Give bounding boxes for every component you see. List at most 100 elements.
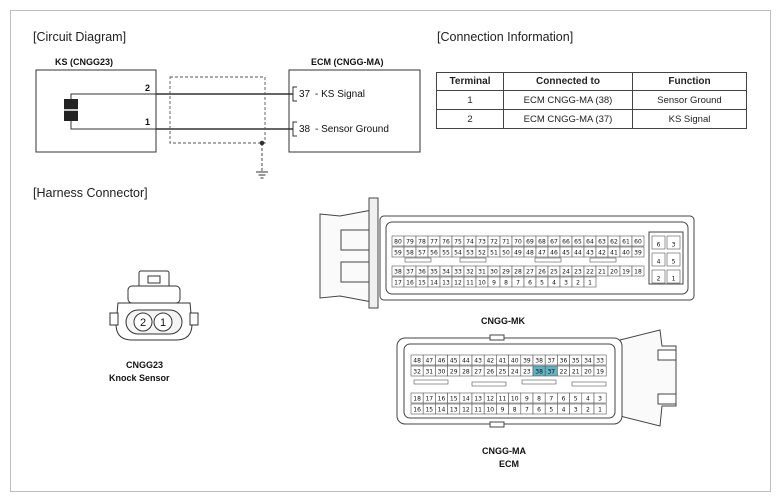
circuit-diagram-title: [Circuit Diagram] [33, 30, 127, 44]
ma-pin-label: 3 [598, 396, 602, 403]
mk-pin-label: 13 [442, 280, 450, 287]
mk-pin-label: 75 [454, 239, 462, 246]
ma-pin-label: 17 [425, 396, 433, 403]
ma-key [521, 379, 557, 385]
mk-pin-label: 24 [562, 269, 570, 276]
mk-pin-label: 20 [610, 269, 618, 276]
ma-pin-label: 24 [511, 369, 519, 376]
ma-pin-label: 45 [450, 358, 458, 365]
mk-pin-label: 60 [634, 239, 642, 246]
mk-pin-label: 48 [526, 250, 534, 257]
mk-connector-label: CNGG-MK [481, 316, 525, 326]
mk-pin-label: 8 [504, 280, 508, 287]
mk-pin-label: 9 [492, 280, 496, 287]
mk-pin-label: 79 [406, 239, 414, 246]
connection-table: Terminal Connected to Function 1 ECM CNG… [436, 72, 747, 129]
mk-key [459, 257, 487, 263]
ma-pin-label: 4 [586, 396, 590, 403]
mk-side-pin [666, 269, 681, 284]
mk-pin-label: 10 [478, 280, 486, 287]
mk-pin-label: 57 [418, 250, 426, 257]
mk-pin-label: 49 [514, 250, 522, 257]
mk-pin-label: 6 [528, 280, 532, 287]
mk-pin [631, 246, 645, 258]
mk-pin-label: 47 [538, 250, 546, 257]
ma-pin-label: 39 [523, 358, 531, 365]
mk-pin-label: 2 [576, 280, 580, 287]
ma-pin-label: 33 [596, 358, 604, 365]
mk-pin-label: 4 [552, 280, 556, 287]
mk-pin-label: 44 [574, 250, 582, 257]
ma-pin-label: 9 [525, 396, 529, 403]
mk-pin-label: 16 [406, 280, 414, 287]
ma-pin-label: 35 [572, 358, 580, 365]
ma-pin-label: 15 [425, 407, 433, 414]
mk-pin-label: 42 [598, 250, 606, 257]
ma-pin-label: 26 [486, 369, 494, 376]
mk-pin-label: 55 [442, 250, 450, 257]
mk-side-pin [651, 252, 666, 267]
ma-pin-label: 43 [474, 358, 482, 365]
mk-side-pin [666, 252, 681, 267]
mk-pin-label: 5 [540, 280, 544, 287]
ma-pin-label: 42 [486, 358, 494, 365]
ma-pin [593, 354, 607, 366]
ma-key [471, 381, 507, 387]
mk-pin-label: 26 [538, 269, 546, 276]
mk-pin-label: 3 [564, 280, 568, 287]
mk-side-pin [651, 235, 666, 250]
sensor-pin-1: 1 [145, 117, 151, 127]
mk-pin-label: 46 [550, 250, 558, 257]
mk-pin-label: 14 [430, 280, 438, 287]
connection-info-title: [Connection Information] [437, 30, 574, 44]
mk-side-pin-label: 4 [657, 259, 661, 266]
ma-pin-label: 7 [549, 396, 553, 403]
mk-side-pin-label: 1 [672, 276, 676, 283]
sensor-pin-2: 2 [145, 83, 151, 93]
mk-pin-label: 59 [394, 250, 402, 257]
mk-pin-label: 21 [598, 269, 606, 276]
mk-pin-label: 22 [586, 269, 594, 276]
ecm-box [288, 69, 421, 153]
mk-pin-label: 66 [562, 239, 570, 246]
mk-side-pin-label: 6 [657, 242, 661, 249]
mk-pin-label: 25 [550, 269, 558, 276]
mk-pin-label: 63 [598, 239, 606, 246]
mk-pin-label: 64 [586, 239, 594, 246]
ma-pin-label: 4 [562, 407, 566, 414]
ma-pin-label: 5 [574, 396, 578, 403]
ma-pin-label: 48 [413, 358, 421, 365]
ma-pin-label: 36 [560, 358, 568, 365]
ma-pin-label: 10 [511, 396, 519, 403]
mk-pin-label: 27 [526, 269, 534, 276]
sensor-ground-label: - Sensor Ground [315, 124, 389, 135]
mk-pin-label: 34 [442, 269, 450, 276]
table-cell: KS Signal [632, 109, 747, 129]
ks-pin-2 [133, 312, 153, 332]
mk-pin-label: 7 [516, 280, 520, 287]
mk-pin-label: 28 [514, 269, 522, 276]
mk-pin-label: 54 [454, 250, 462, 257]
mk-pin-label: 50 [502, 250, 510, 257]
ma-pin [593, 403, 607, 415]
ma-pin-label: 3 [574, 407, 578, 414]
ecm-pin-37: 37 [299, 89, 311, 100]
ma-pin-label: 32 [413, 369, 421, 376]
ma-pin-label: 11 [474, 407, 482, 414]
mk-pin-label: 56 [430, 250, 438, 257]
harness-connector-title: [Harness Connector] [33, 186, 148, 200]
mk-pin-label: 76 [442, 239, 450, 246]
ma-pin-label: 22 [560, 369, 568, 376]
ma-pin-label: 14 [462, 396, 470, 403]
ma-pin-highlighted-label: 37 [547, 369, 555, 376]
ma-pin-label: 7 [525, 407, 529, 414]
mk-pin-label: 68 [538, 239, 546, 246]
ma-pin-label: 29 [450, 369, 458, 376]
ma-pin-label: 40 [511, 358, 519, 365]
ma-pin-label: 19 [596, 369, 604, 376]
mk-pin-label: 65 [574, 239, 582, 246]
ma-pin-label: 13 [450, 407, 458, 414]
diagram-frame [10, 10, 771, 492]
